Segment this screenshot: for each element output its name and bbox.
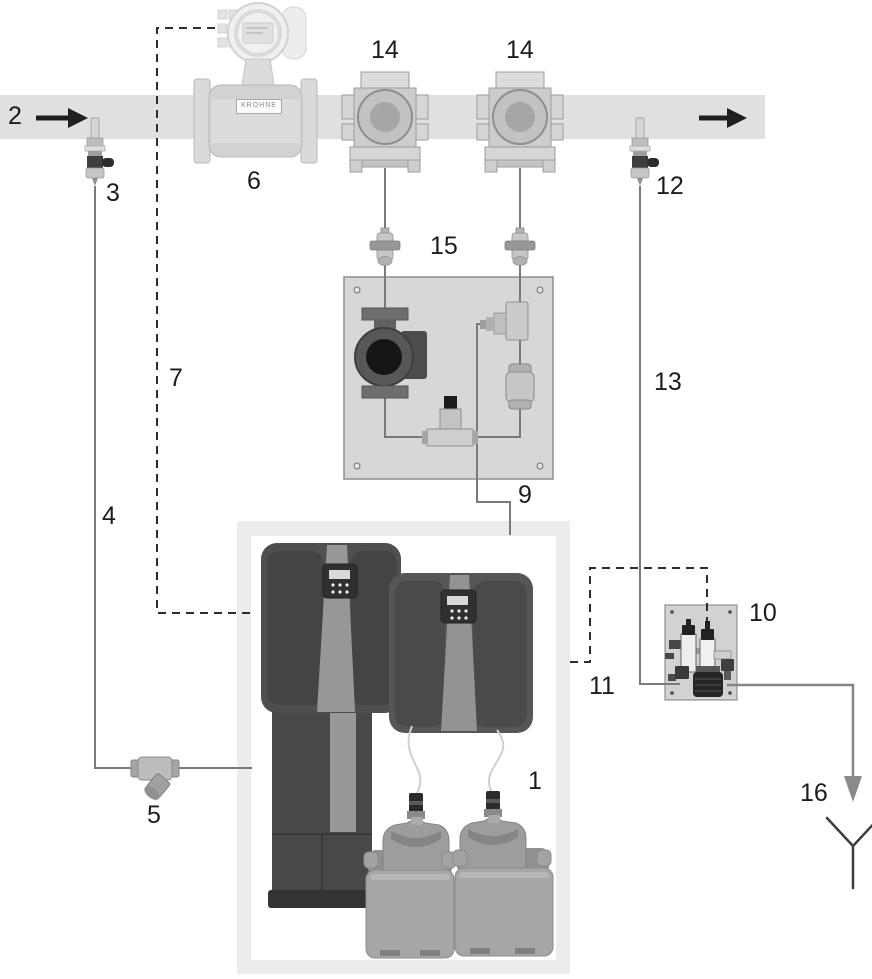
drain-funnel-icon (825, 816, 872, 890)
pulsation-damper (505, 363, 535, 410)
suction-tube-left (407, 725, 422, 796)
dosing-system-unit-1 (237, 521, 570, 974)
flowmeter-brand-label: KROHNE (236, 99, 282, 114)
suction-tube-right (488, 729, 505, 794)
drip-tray-left (363, 851, 457, 959)
dosing-device-left-pedestal (268, 690, 376, 908)
drain-arrow-icon (844, 776, 862, 802)
drain-line (727, 683, 855, 778)
callout-16: 16 (800, 779, 828, 807)
dosing-device-left (261, 543, 401, 713)
callout-11: 11 (589, 672, 615, 700)
flowmeter-6 (193, 2, 318, 164)
callout-5: 5 (147, 801, 161, 829)
display-right (447, 596, 468, 605)
flange-right (300, 78, 318, 164)
strainer-5 (130, 756, 180, 800)
flange-left (193, 78, 211, 164)
flushing-device-10 (665, 619, 734, 697)
callout-2: 2 (8, 102, 22, 130)
flow-in-arrow-icon (36, 108, 88, 128)
control-cable-11 (570, 567, 708, 663)
callout-3: 3 (106, 179, 120, 207)
callout-4: 4 (102, 502, 116, 530)
signal-cable-7 (156, 27, 251, 614)
callout-12: 12 (656, 172, 684, 200)
pressure-relief-valve (422, 396, 478, 447)
dosing-device-right (389, 573, 533, 733)
display-left (329, 570, 350, 579)
control-panel-left (322, 563, 358, 599)
control-panel-right (440, 589, 477, 624)
flush-water-line-13 (639, 186, 680, 685)
callout-13: 13 (654, 368, 682, 396)
callout-15: 15 (430, 232, 458, 260)
callout-14-left: 14 (371, 36, 399, 64)
control-line-9 (476, 323, 511, 535)
pressure-sensor (480, 301, 529, 341)
callout-10: 10 (749, 599, 777, 627)
callout-14-right: 14 (506, 36, 534, 64)
dosing-pump (354, 307, 427, 399)
suction-line-4 (94, 186, 252, 769)
compression-fitting-right (504, 227, 536, 266)
callout-7: 7 (169, 364, 183, 392)
callout-6: 6 (247, 167, 261, 195)
callout-9: 9 (518, 481, 532, 509)
injection-valve-14-right (476, 71, 564, 173)
injection-valve-14-left (341, 71, 429, 173)
compression-fitting-left (369, 227, 401, 266)
drip-tray-right (452, 849, 554, 957)
flow-out-arrow-icon (699, 108, 747, 128)
callout-1: 1 (528, 767, 542, 795)
